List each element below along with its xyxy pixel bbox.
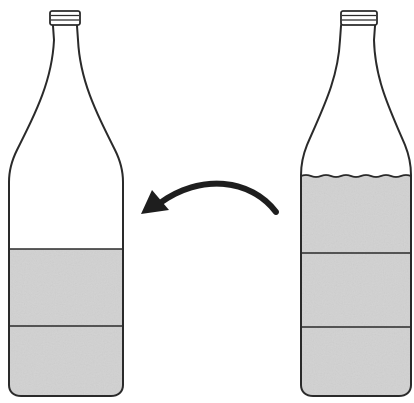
pour-arrow [141,184,276,214]
left-bottle-cap [50,11,80,25]
right-bottle-cap [341,11,377,25]
right-bottle [290,11,414,403]
left-bottle [0,11,140,403]
pour-arrow-shaft [160,184,276,212]
